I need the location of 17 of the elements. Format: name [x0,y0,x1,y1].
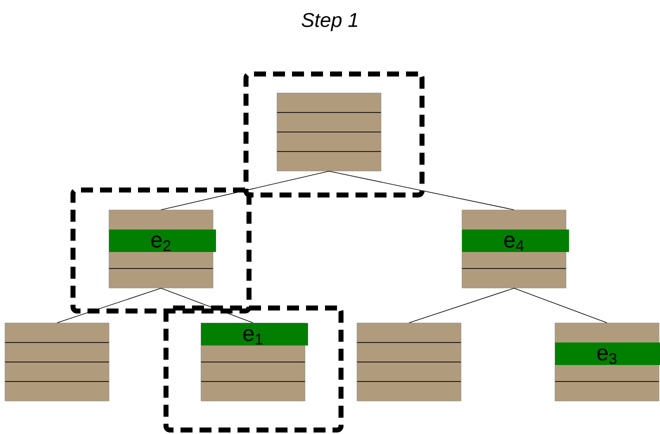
page-box [276,92,382,172]
dashed-frame [70,188,252,314]
page-box [356,322,462,402]
tree-edge [56,288,162,324]
dashed-frame [164,306,344,432]
page-box: e$_{3}$ [554,322,660,402]
tree-edge [408,288,514,324]
page-box: e$_{2}$ [108,210,216,288]
tree-edge [160,288,254,324]
tree-edge [514,288,608,324]
page-box: e$_{4}$ [462,210,569,288]
page-box: e$_{1}$ [200,322,308,402]
title: Step 1 [302,12,358,32]
dashed-frame [244,72,424,198]
page-box [4,322,110,402]
tree-edge [328,170,514,210]
tree-edge [160,170,330,210]
